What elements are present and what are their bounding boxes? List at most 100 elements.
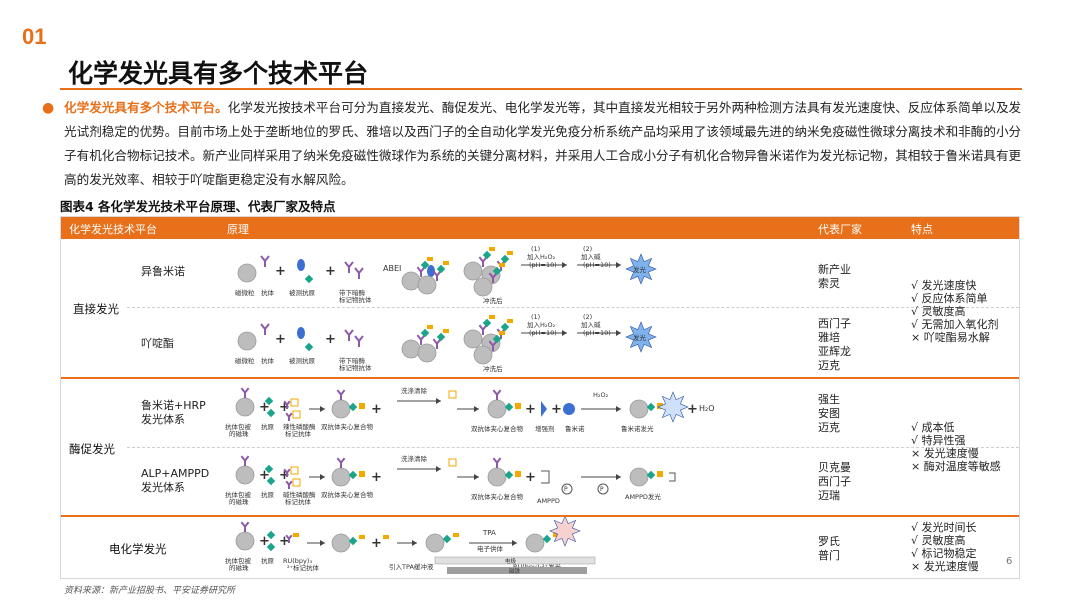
magnetic-bead [417,275,437,295]
section-number: 01 [22,24,47,49]
magnetic-bead [331,533,351,553]
diagram-label: 带下暗酶 [339,356,366,365]
glow-burst [657,391,689,423]
antigen-mark [420,328,430,338]
magnetic-bead [463,329,483,349]
group-electro: 电化学发光 罗氏普门 √ 发光时间长√ 灵敏度高√ 标记物稳定× 发光速度慢 +… [61,517,1019,577]
header-platform: 化学发光技术平台 [69,223,157,236]
diagram-label: 标记抗体 [285,497,312,506]
enzyme-label [448,458,457,467]
list-line: 发光体系 [141,413,185,426]
platform-table: 化学发光技术平台 原理 代表厂家 特点 直接发光 异鲁米诺 吖啶酯 新产业索灵 … [60,216,1020,579]
luminol-mark [563,403,575,415]
antigen-mark [482,318,492,328]
diagram-label: 双抗体夹心复合物 [471,492,524,501]
diagram-acridinium: ++磁微粒抗体被测抗原带下暗酶标记物抗体冲洗后(1)加入H₂O₂(pH=10)(… [235,313,657,373]
plus-sign: + [371,402,382,417]
diagram-label: 洗涤清除 [401,386,428,395]
diagram-label: RU(bpy)₃²⁺发光 [513,562,562,571]
sub-divider [127,307,1019,308]
arrow-head [616,262,621,268]
magnetic-bead [401,271,421,291]
label-tag [515,471,521,477]
antibody-mark [283,468,291,477]
category-electro: 电化学发光 [109,542,167,556]
plus-sign: + [525,402,536,417]
magnet-bar [447,567,587,574]
antigen-mark [348,470,358,480]
diagram-label: 标记物抗体 [339,295,372,304]
list-line: 迈克 [818,421,840,434]
header-vendors: 代表厂家 [818,223,862,236]
vendors-alp-amppd: 贝克曼西门子迈瑞 [818,461,851,503]
list-line: 安图 [818,407,840,420]
antibody-mark [260,255,270,267]
list-line: × 发光速度慢 [911,447,979,460]
antibody-mark [336,389,346,400]
diagram-label: RU(bpy)₃ [283,557,312,565]
list-line: × 吖啶酯易水解 [911,331,990,344]
label-tag [499,331,505,335]
antibody-mark [285,412,293,421]
magnetic-bead [237,263,257,283]
diagram-label: 碱性磷酸酶 [283,490,316,499]
vendors-isoluminol: 新产业索灵 [818,263,851,291]
subtype-acridinium: 吖啶酯 [141,337,174,350]
diagram-label: 双抗体夹心复合物 [471,424,524,433]
label-tag [359,403,365,409]
list-line: √ 标记物稳定 [911,547,977,560]
vendors-luminol-hrp: 强生安图迈克 [818,393,840,435]
arrow-head [436,466,441,472]
antigen-mark [420,260,430,270]
list-line: 西门子 [818,475,851,488]
enzyme-label [448,390,457,399]
list-line: 西门子 [818,317,851,330]
arrow-head [412,540,417,546]
plus-sign: + [525,470,536,485]
antibody-mark [260,323,270,335]
list-line: √ 发光速度快 [911,279,977,292]
list-line: 雅培 [818,331,840,344]
title-divider [60,88,1022,90]
diagram-label: AMPPD发光 [625,492,661,501]
plus-sign: + [371,470,382,485]
amppd-mark [669,472,676,482]
diagram-label: 带下暗酶 [339,288,366,297]
antigen-mark [482,250,492,260]
antibody-mark [354,267,364,279]
magnetic-bead [417,343,437,363]
arrow-head [616,474,621,480]
diagram-label: P [600,486,604,493]
diagram-label: (pH=10) [583,329,611,337]
list-line: √ 发光时间长 [911,521,977,534]
diagram-label: 冲洗后 [483,296,503,305]
diagram-label: ²⁺标记抗体 [287,563,320,572]
diagram-label: 抗体包被 [225,422,252,431]
arrow-head [616,406,621,412]
label-tag [293,533,299,537]
arrow-head [562,330,567,336]
antigen-mark [436,264,446,274]
label-tag [443,329,449,333]
diagram-luminol-hrp: ++抗体包被的磁珠抗原辣性磷酸酶标记抗体双抗体夹心复合物+洗涤清除双抗体夹心复合… [225,386,715,438]
diagram-label: (pH=10) [583,261,611,269]
diagram-label: 抗原 [261,490,275,499]
antigen-mark [500,254,510,264]
label-tag [443,261,449,265]
arrow-head [320,540,325,546]
diagram-label: 磁铁 [509,567,521,575]
antibody-mark [354,335,364,347]
intro-paragraph: ● 化学发光具有多个技术平台。化学发光按技术平台可分为直接发光、酶促发光、电化学… [42,96,1022,192]
magnetic-bead [425,533,445,553]
diagram-label: 加入碱 [581,252,601,261]
glow-burst [549,517,581,547]
electrode-bar [434,556,596,565]
label-tag [383,535,389,539]
list-line: √ 反应体系简单 [911,292,988,305]
plus-sign: + [325,264,336,279]
label-tag [657,471,663,477]
diagram-label: 引入TPA缓冲液 [389,562,434,571]
list-line: √ 无需加入氧化剂 [911,318,999,331]
